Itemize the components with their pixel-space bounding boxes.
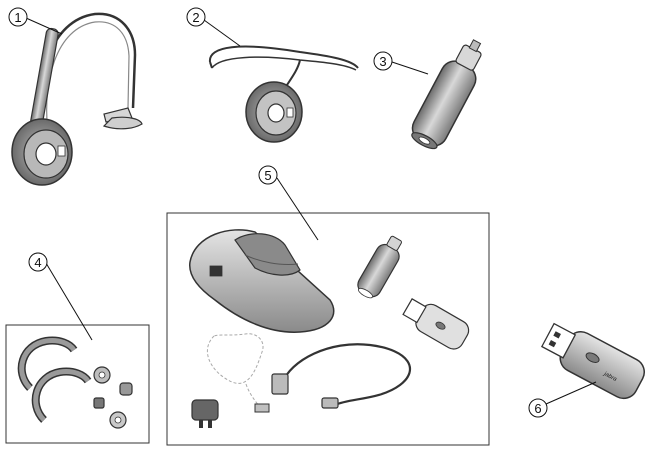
callout-2: 2 (186, 7, 241, 47)
callout-5-number: 5 (264, 168, 271, 183)
callout-1: 1 (8, 7, 63, 35)
callout-3: 3 (373, 51, 429, 75)
small-car-charger (357, 235, 402, 299)
usb-dongle: jabra (540, 322, 645, 400)
callout-1-number: 1 (14, 10, 21, 25)
callout-6: 6 (528, 381, 597, 418)
ear-hooks-and-buds (17, 336, 133, 429)
ac-charger (191, 333, 270, 428)
callout-5: 5 (258, 165, 319, 241)
callout-6-number: 6 (534, 401, 541, 416)
neckband-headset (208, 45, 359, 143)
callout-2-number: 2 (192, 10, 199, 25)
usb-cable (271, 343, 411, 409)
car-charger (411, 39, 482, 150)
callout-4-number: 4 (34, 255, 41, 270)
callout-3-number: 3 (379, 54, 386, 69)
headband-headset (11, 12, 143, 186)
travel-kit (189, 229, 470, 428)
kit-usb-dongle (402, 298, 470, 350)
callout-4: 4 (28, 252, 93, 341)
charging-cradle (189, 229, 335, 333)
